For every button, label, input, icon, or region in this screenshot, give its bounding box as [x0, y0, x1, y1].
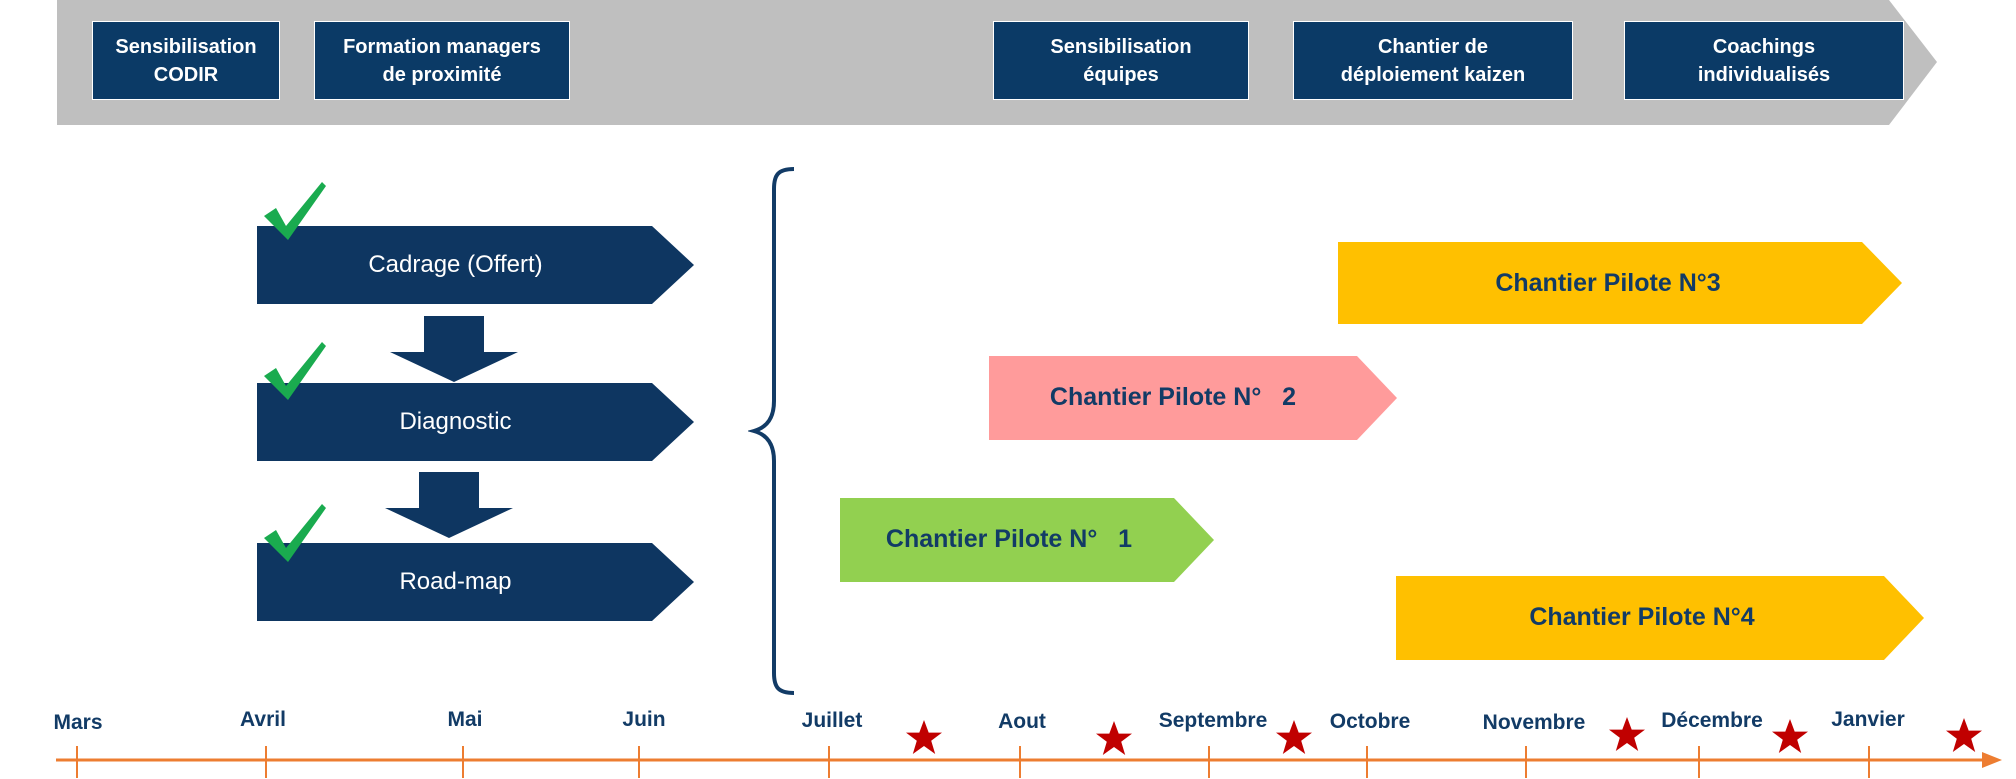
month-tick	[1019, 746, 1021, 778]
checkmark-icon	[264, 182, 326, 240]
month-tick	[828, 746, 830, 778]
curly-brace	[748, 167, 795, 695]
month-tick	[1698, 746, 1700, 778]
pilot-arrow-shape	[1338, 242, 1902, 324]
pilot-3-arrow: Chantier Pilote N°3	[1338, 242, 1902, 324]
top-step-managers: Formation managers de proximité	[314, 21, 570, 100]
month-tick	[265, 746, 267, 778]
top-step-equipes: Sensibilisation équipes	[993, 21, 1249, 100]
milestone-star-icon	[1946, 718, 1982, 752]
checkmark-icon	[264, 342, 326, 400]
pilot-arrow-shape	[1396, 576, 1924, 660]
pilot-1-arrow: Chantier Pilote N° 1	[840, 498, 1214, 582]
process-step-roadmap: Road-map	[257, 543, 694, 621]
pilot-arrow-shape	[989, 356, 1397, 440]
month-label: Septembre	[1158, 709, 1268, 732]
month-tick	[1208, 746, 1210, 778]
pilot-3-label: Chantier Pilote N°3	[1495, 268, 1721, 297]
pilot-1-label: Chantier Pilote N° 1	[885, 524, 1133, 553]
process-step-diagnostic: Diagnostic	[257, 383, 694, 461]
pilot-4-arrow: Chantier Pilote N°4	[1396, 576, 1924, 660]
month-label: Aout	[998, 710, 1046, 733]
month-tick	[1868, 746, 1870, 778]
month-tick	[638, 746, 640, 778]
down-arrow-icon	[385, 472, 513, 538]
checkmark-icon	[264, 504, 326, 562]
month-label: Mai	[447, 708, 483, 731]
milestone-star-icon	[1096, 721, 1132, 755]
process-step-cadrage: Cadrage (Offert)	[257, 226, 694, 304]
month-label: Juillet	[801, 709, 863, 732]
top-step-coaching: Coachings individualisés	[1624, 21, 1904, 100]
pilot-arrow-shape	[840, 498, 1214, 582]
month-tick	[76, 746, 78, 778]
pilot-2-label: Chantier Pilote N° 2	[1049, 382, 1297, 411]
milestone-star-icon	[1772, 719, 1808, 753]
milestone-star-icon	[1609, 717, 1645, 751]
month-label: Décembre	[1661, 709, 1763, 732]
month-tick	[1525, 746, 1527, 778]
pilot-2-arrow: Chantier Pilote N° 2	[989, 356, 1397, 440]
month-tick	[462, 746, 464, 778]
timeline-axis	[56, 752, 2002, 768]
month-label: Juin	[622, 708, 666, 731]
milestone-star-icon	[1276, 720, 1312, 754]
month-label: Mars	[53, 711, 103, 734]
milestone-star-icon	[906, 720, 942, 754]
top-step-kaizen: Chantier de déploiement kaizen	[1293, 21, 1573, 100]
down-arrow-icon	[390, 316, 518, 382]
month-label: Octobre	[1329, 710, 1411, 733]
month-label: Janvier	[1831, 708, 1905, 731]
month-tick	[1366, 746, 1368, 778]
month-label: Avril	[240, 708, 286, 731]
top-step-codir: Sensibilisation CODIR	[92, 21, 280, 100]
month-label: Novembre	[1482, 711, 1586, 734]
pilot-4-label: Chantier Pilote N°4	[1529, 602, 1755, 631]
